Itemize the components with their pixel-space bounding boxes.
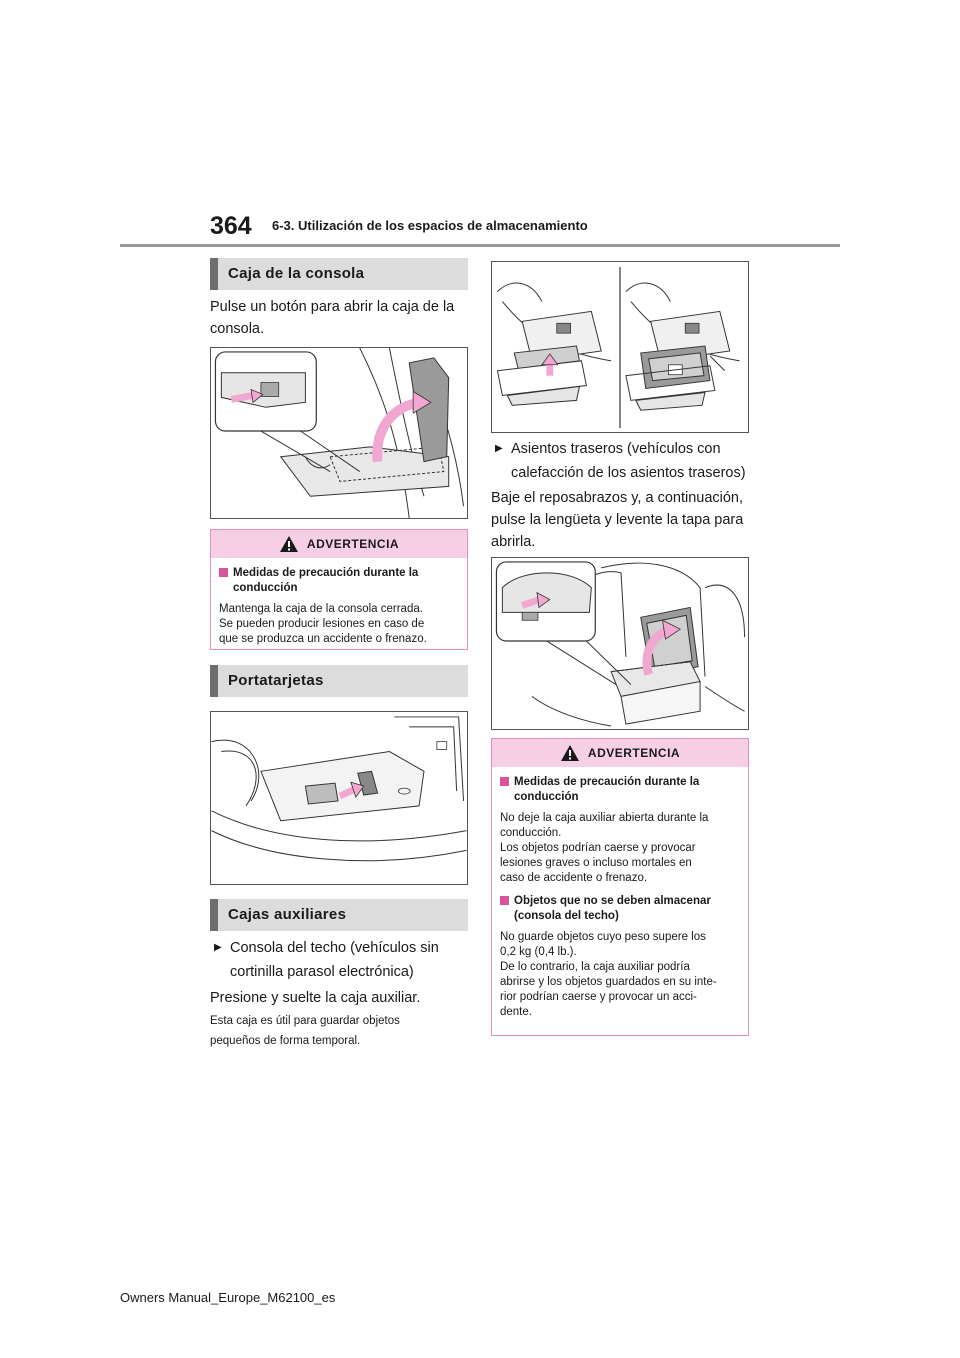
aux-box-note-line1: Esta caja es útil para guardar objetos [210,1015,400,1027]
page-number: 364 [210,212,252,240]
section-title-console-box: Caja de la consola [210,258,468,290]
square-bullet-icon [500,777,509,786]
square-bullet-icon [500,896,509,905]
console-box-illustration [210,347,468,519]
warning-text-storage-line2: 0,2 kg (0,4 lb.). [500,946,577,958]
warning-text-storage-line3: De lo contrario, la caja auxiliar podría [500,961,690,973]
bullet-rear-seats-line1: Asientos traseros (vehículos con [511,441,721,457]
warning-text-storage-line6: dente. [500,1006,532,1018]
card-holder-illustration [210,711,468,885]
warning-text-driving: No deje la caja auxiliar abierta durante… [500,811,740,886]
footer-manual-id: Owners Manual_Europe_M62100_es [120,1290,336,1305]
console-box-drawing [214,348,465,518]
warning-text-driving-line3: Los objetos podrían caerse y provocar [500,842,696,854]
rear-instruction-line2: pulse la lengüeta y levente la tapa para [491,512,744,528]
warning-subhead-storage: Objetos que no se deben almacenar (conso… [500,894,740,924]
warning-text-storage-line1: No guarde objetos cuyo peso supere los [500,931,706,943]
warning-label: ADVERTENCIA [587,746,681,760]
warning-text-driving-line2: conducción. [500,827,562,839]
warning-text-line3: que se produzca un accidente o frenazo. [219,633,427,645]
warning-triangle-icon [560,745,579,761]
rear-armrest-illustration [491,557,749,730]
roof-console-illustration [491,261,749,433]
warning-text-driving-line5: caso de accidente o frenazo. [500,872,648,884]
console-text-line1: Pulse un botón para abrir la caja de la [210,299,455,315]
warning-text-driving-line4: lesiones graves o incluso mortales en [500,857,692,869]
rear-instruction-line3: abrirla. [491,534,536,550]
bullet-rear-seats: ▶ Asientos traseros (vehículos con [495,437,721,461]
console-text-line2: consola. [210,321,265,337]
warning-subhead-driving-text: Medidas de precaución durante la conducc… [514,776,700,803]
header-rule [120,244,840,247]
rear-armrest-drawing [495,561,746,727]
warning-subhead-storage-text: Objetos que no se deben almacenar (conso… [514,895,711,922]
bullet-arrow-icon: ▶ [495,443,503,454]
aux-box-note-line2: pequeños de forma temporal. [210,1035,361,1047]
running-head: 6-3. Utilización de los espacios de alma… [272,218,588,233]
warning-label: ADVERTENCIA [306,537,400,551]
square-bullet-icon [219,568,228,577]
roof-console-drawing [496,266,740,429]
warning-text-storage-line5: rior podrían caerse y provocar un acci- [500,991,697,1003]
bullet-roof-console: ▶ Consola del techo (vehículos sin [214,936,439,960]
warning-subhead: Medidas de precaución durante la conducc… [219,566,459,596]
warning-header: ADVERTENCIA [492,739,748,767]
warning-text: Mantenga la caja de la consola cerrada. … [219,602,459,647]
section-title-aux-boxes: Cajas auxiliares [210,899,468,931]
bullet-roof-console-line2: cortinilla parasol electrónica) [230,964,414,980]
warning-text-storage: No guarde objetos cuyo peso supere los 0… [500,930,740,1020]
warning-triangle-icon [279,536,298,552]
warning-box-console: ADVERTENCIA Medidas de precaución durant… [210,529,468,650]
warning-subhead-text: Medidas de precaución durante la conducc… [233,567,419,594]
warning-text-line1: Mantenga la caja de la consola cerrada. [219,603,423,615]
bullet-rear-seats-line2: calefacción de los asientos traseros) [511,465,746,481]
warning-subhead-driving: Medidas de precaución durante la conducc… [500,775,740,805]
rear-instruction-line1: Baje el reposabrazos y, a continuación, [491,490,744,506]
bullet-roof-console-line1: Consola del techo (vehículos sin [230,940,439,956]
warning-header: ADVERTENCIA [211,530,467,558]
warning-text-line2: Se pueden producir lesiones en caso de [219,618,425,630]
warning-text-driving-line1: No deje la caja auxiliar abierta durante… [500,812,709,824]
warning-box-aux: ADVERTENCIA Medidas de precaución durant… [491,738,749,1036]
warning-text-storage-line4: abrirse y los objetos guardados en su in… [500,976,717,988]
bullet-arrow-icon: ▶ [214,942,222,953]
aux-box-instruction: Presione y suelte la caja auxiliar. [210,990,421,1006]
section-title-card-holder: Portatarjetas [210,665,468,697]
card-holder-drawing [211,716,467,862]
